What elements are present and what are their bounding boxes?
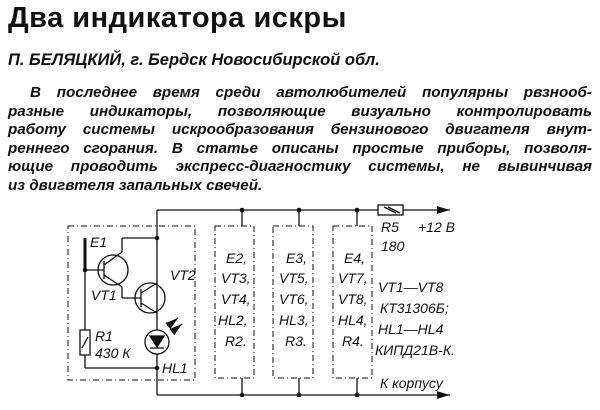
label-vt2: VT2 <box>170 267 196 283</box>
note-line: КИПД21В-К. <box>375 342 455 358</box>
lead-line: В последнее время среди автолюбителей по… <box>30 84 592 101</box>
box-label: R4. <box>342 333 364 349</box>
box-label: E2, <box>226 250 247 266</box>
article-author: П. БЕЛЯЦКИЙ, г. Бердск Новосибирской обл… <box>8 51 380 69</box>
box-label: VT7, <box>338 270 368 286</box>
led-diode-icon <box>148 335 166 349</box>
label-r1: R1 <box>95 328 113 344</box>
indicator-box-1 <box>67 225 196 381</box>
label-e1: E1 <box>90 234 107 250</box>
component-notes: VT1—VT8 КТ31306Б; HL1—HL4 КИПД21В-К. <box>375 279 455 358</box>
label-r1-value: 430 К <box>95 345 131 361</box>
lead-line: разные индикаторы, позволяющие визуально… <box>8 102 592 120</box>
light-emission-arrow-icon <box>165 317 179 330</box>
label-r5: R5 <box>381 219 399 235</box>
indicator-box-4 <box>332 225 373 379</box>
box-label: VT5, <box>279 270 309 286</box>
label-hl1: HL1 <box>162 360 188 376</box>
box-label: HL4, <box>338 312 368 328</box>
junction-dots <box>82 207 360 398</box>
box-label: VT8, <box>338 291 368 307</box>
indicator-box-2 <box>214 225 255 379</box>
box-label: VT3, <box>221 270 251 286</box>
box-label: R2. <box>225 333 247 349</box>
box4-labels: E4, VT7, VT8, HL4, R4. <box>338 250 368 349</box>
box2-labels: E2, VT3, VT4, HL2, R2. <box>218 250 251 349</box>
box-label: VT6, <box>279 291 309 307</box>
lead-line: ющие проводить экспресс-диагностику сист… <box>8 158 592 176</box>
box-label: HL3, <box>279 312 309 328</box>
box3-labels: E3, VT5, VT6, HL3, R3. <box>279 250 309 349</box>
box-label: R3. <box>285 333 307 349</box>
indicator-box-3 <box>272 225 314 379</box>
transistor-vt2 <box>134 282 166 314</box>
lead-line: из двигвтеля запальных свечей. <box>8 176 263 194</box>
box-label: E3, <box>286 250 307 266</box>
box-label: HL2, <box>218 312 248 328</box>
label-r5-value: 180 <box>381 238 405 254</box>
label-supply: +12 В <box>418 219 455 235</box>
lead-line: работу системы искрообразования бензинов… <box>8 121 592 139</box>
label-ground: К корпусу <box>380 375 444 391</box>
box-label: E4, <box>344 250 365 266</box>
lead-line: реннего сгорания. В статье описаны прост… <box>8 139 592 157</box>
article-lead: В последнее время среди автолюбителей по… <box>8 84 592 196</box>
note-line: КТ31306Б; <box>380 300 449 316</box>
note-line: VT1—VT8 <box>378 279 444 295</box>
box-label: VT4, <box>221 291 251 307</box>
note-line: HL1—HL4 <box>378 321 444 337</box>
label-vt1: VT1 <box>91 287 117 303</box>
light-emission-arrow-icon <box>169 323 183 336</box>
article-title: Два индикатора искры <box>8 2 347 34</box>
